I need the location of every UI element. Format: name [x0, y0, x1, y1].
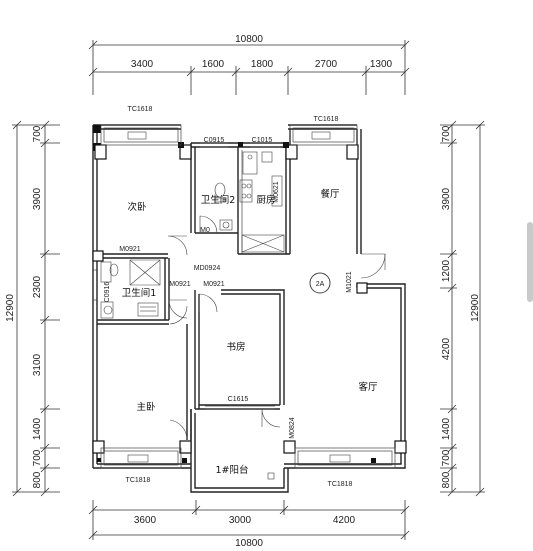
room-label-secondary-bedroom: 次卧	[127, 201, 147, 213]
room-label-study: 书房	[226, 341, 245, 353]
room-label-bathroom-2: 卫生间2	[201, 194, 236, 206]
door-code-m-small: M0	[200, 227, 210, 234]
left-dimension-1: 700	[32, 125, 43, 142]
left-dimension-7: 800	[32, 471, 43, 488]
room-label-master-bedroom: 主卧	[136, 401, 156, 413]
door-code-m0921-c: M0921	[203, 281, 225, 288]
window-code-tc-bottom-left: TC1818	[126, 477, 151, 484]
room-label-dining-room: 餐厅	[320, 188, 340, 200]
top-dimension-3: 1800	[251, 59, 274, 70]
right-dimension-3: 1200	[441, 259, 452, 282]
window-code-c0915: C0915	[204, 137, 225, 144]
door-code-m0921-b: M0921	[169, 281, 191, 288]
unit-tag-circle	[309, 272, 331, 294]
fixtures	[97, 151, 376, 480]
top-dimension-5: 1300	[370, 59, 393, 70]
top-dimension-4: 2700	[315, 59, 338, 70]
right-dimension-7: 800	[441, 471, 452, 488]
door-code-m0921-a: M0921	[119, 246, 141, 253]
right-dimension-5: 1400	[441, 417, 452, 440]
door-code-m1021: M1021	[346, 271, 353, 293]
bottom-dimension-1: 3600	[134, 515, 157, 526]
doors	[167, 215, 386, 441]
bottom-dimension-2: 3000	[229, 515, 252, 526]
room-label-balcony: 1#阳台	[215, 464, 248, 476]
right-dimension-4: 4200	[441, 337, 452, 360]
left-dimension-4: 3100	[32, 353, 43, 376]
top-total-dimension: 10800	[235, 34, 263, 45]
window-code-c1015: C1015	[252, 137, 273, 144]
left-total-dimension: 12900	[5, 294, 16, 322]
window-code-c1615: C1615	[228, 396, 249, 403]
windows	[93, 124, 396, 469]
top-dimension-2: 1600	[202, 59, 225, 70]
right-dimension-lines	[440, 120, 485, 497]
left-dimension-lines	[12, 120, 60, 497]
window-code-tc-bottom-right: TC1818	[328, 481, 353, 488]
left-dimension-3: 2300	[32, 275, 43, 298]
bottom-total-dimension: 10800	[235, 538, 263, 549]
left-dimension-5: 1400	[32, 417, 43, 440]
room-label-bathroom-1: 卫生间1	[122, 287, 157, 299]
bottom-dimension-3: 4200	[333, 515, 356, 526]
unit-tag-label: 2A	[316, 281, 325, 288]
top-dimension-1: 3400	[131, 59, 154, 70]
right-dimension-6: 700	[441, 449, 452, 466]
door-code-md0924: MD0924	[194, 265, 221, 272]
top-dimension-lines	[88, 40, 410, 95]
left-dimension-2: 3900	[32, 187, 43, 210]
window-code-tc-top-left: TC1618	[128, 106, 153, 113]
scrollbar-thumb[interactable]	[527, 222, 533, 302]
right-dimension-2: 3900	[441, 187, 452, 210]
window-code-c0916: C0916	[104, 282, 111, 303]
window-code-tc-top-right: TC1618	[314, 116, 339, 123]
door-code-m0824: M0824	[289, 417, 296, 439]
bottom-dimension-lines	[88, 500, 410, 540]
right-total-dimension: 12900	[470, 294, 481, 322]
room-label-living-room: 客厅	[358, 381, 378, 393]
door-code-m0621: M0621	[273, 181, 280, 203]
right-dimension-1: 700	[441, 125, 452, 142]
room-label-kitchen: 厨房	[256, 194, 275, 206]
left-dimension-6: 700	[32, 449, 43, 466]
structural-columns	[92, 125, 407, 454]
